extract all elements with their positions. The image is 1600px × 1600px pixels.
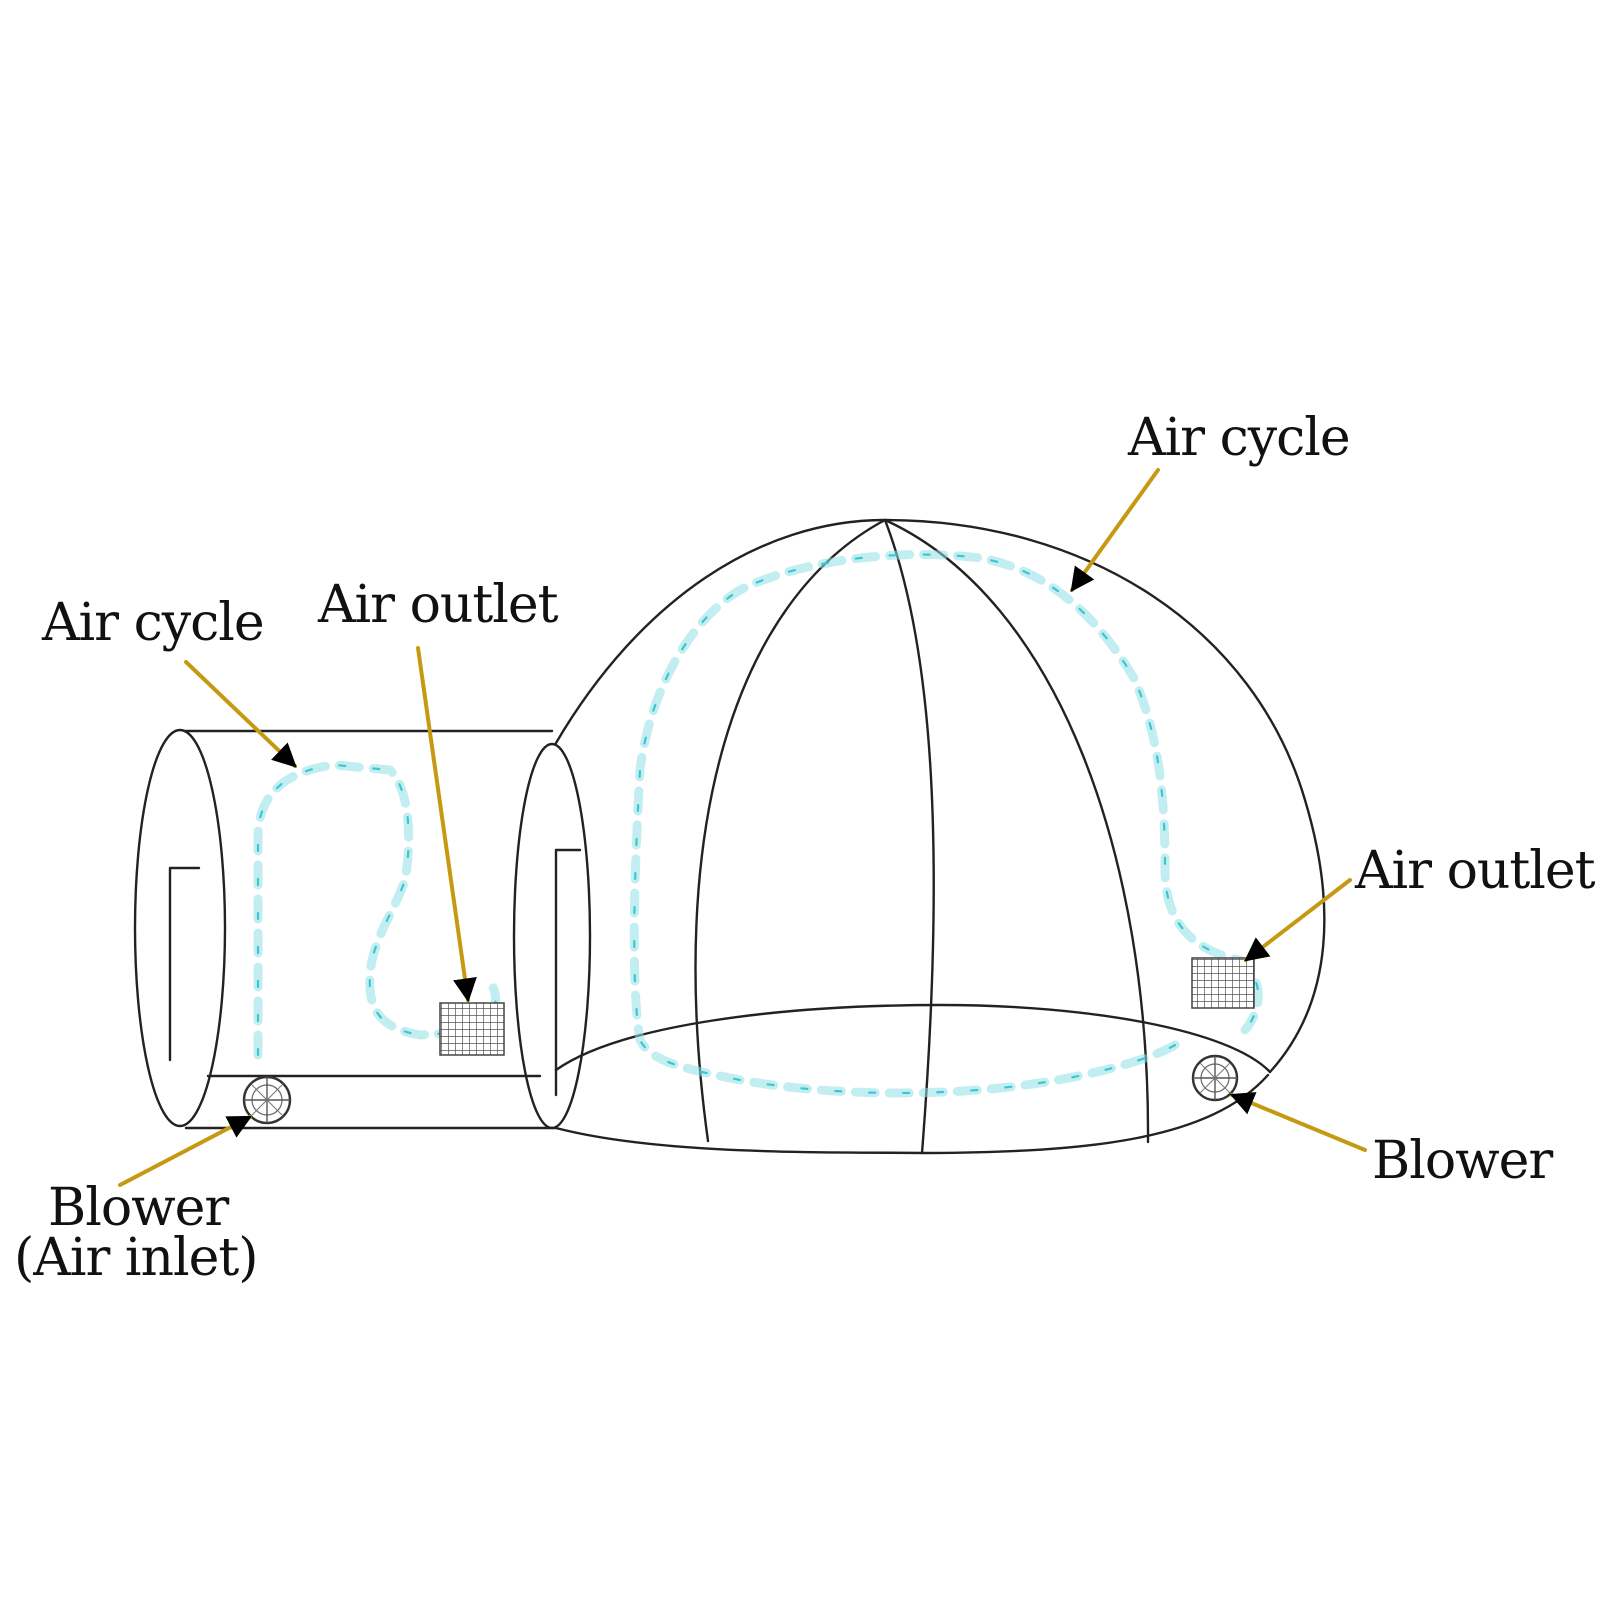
label-air-outlet-tunnel: Air outlet xyxy=(317,575,559,635)
tunnel-left-door-frame xyxy=(168,866,201,1062)
label-blower-tunnel: Blower xyxy=(48,1178,229,1238)
arrow-blower-tunnel xyxy=(118,1115,253,1187)
arrow-air-cycle-dome xyxy=(1070,468,1160,592)
label-air-inlet-tunnel: (Air inlet) xyxy=(14,1228,258,1288)
arrow-air-outlet-dome xyxy=(1244,878,1352,962)
label-air-cycle-dome: Air cycle xyxy=(1127,408,1350,468)
label-air-cycle-tunnel: Air cycle xyxy=(41,593,264,653)
tunnel-right-door-frame xyxy=(554,848,582,1097)
tunnel-right-ring xyxy=(512,742,592,1130)
dome-blower-icon xyxy=(1191,1054,1239,1102)
callout-arrows xyxy=(118,468,1367,1187)
dome-rib-right xyxy=(883,518,1150,1144)
tunnel-left-opening xyxy=(133,728,227,1128)
air-flow-paths xyxy=(253,550,1263,1098)
components xyxy=(242,957,1255,1125)
arrow-air-cycle-tunnel xyxy=(184,660,297,768)
dome-air-flow xyxy=(629,550,1263,1098)
arrow-blower-dome xyxy=(1229,1092,1367,1152)
labels: Air cycle Air cycle Air outlet Air outle… xyxy=(14,408,1597,1288)
dome-rib-center xyxy=(883,518,935,1155)
tunnel-air-outlet-vent xyxy=(439,1002,505,1056)
dome-air-outlet-vent xyxy=(1191,957,1255,1009)
label-blower-dome: Blower xyxy=(1372,1131,1553,1191)
dome-rib-left xyxy=(694,518,887,1143)
arrow-air-outlet-tunnel xyxy=(416,646,477,1003)
tunnel-air-flow-arrows xyxy=(256,763,497,1057)
tunnel xyxy=(133,728,592,1130)
tunnel-blower-icon xyxy=(242,1075,292,1125)
label-air-outlet-dome: Air outlet xyxy=(1354,841,1596,901)
dome-outer-shell xyxy=(554,518,1326,1074)
dome-air-flow-arrows xyxy=(633,553,1260,1095)
dome-base-bottom xyxy=(554,1073,1270,1155)
